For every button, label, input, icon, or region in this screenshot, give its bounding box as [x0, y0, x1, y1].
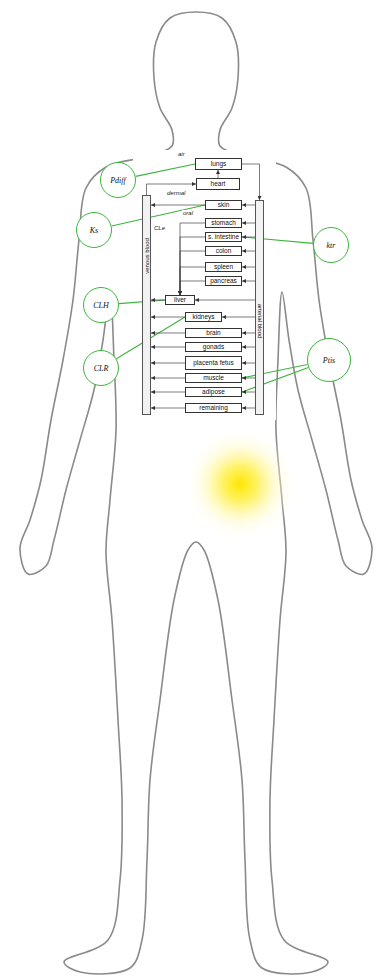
organ-box: brain: [185, 328, 242, 338]
organ-label: skin: [217, 202, 231, 209]
organ-label: lungs: [210, 161, 228, 168]
organ-label: stomach: [210, 220, 237, 227]
organ-label: spleen: [213, 264, 234, 271]
organ-box: stomach: [205, 218, 242, 228]
organ-label: heart: [210, 181, 227, 188]
flow-arrow: [242, 333, 255, 334]
parameter-label: ktr: [327, 241, 336, 250]
parameter-circle: Ptis: [307, 338, 351, 382]
parameter-circle: ktr: [313, 227, 349, 263]
parameter-circle: Pdiff: [100, 162, 136, 198]
flow-arrow: [147, 184, 197, 195]
parameter-label: Ptis: [323, 356, 335, 365]
flow-arrow: [242, 267, 255, 268]
flow-arrow: [242, 205, 255, 206]
flow-arrow: [218, 170, 219, 178]
pool-label: venous blood: [144, 238, 150, 274]
organ-label: muscle: [202, 375, 225, 382]
flow-arrow: [242, 378, 255, 379]
flow-label: dermal: [166, 190, 186, 196]
blood-pool-bar: arterial blood: [255, 200, 264, 415]
flow-arrow: [151, 408, 185, 409]
organ-label: liver: [173, 297, 187, 304]
parameter-label: Ks: [90, 226, 98, 235]
flow-arrow: [151, 205, 205, 206]
flow-arrow: [180, 267, 205, 295]
organ-label: placenta fetus: [192, 360, 234, 367]
parameter-label: CLH: [93, 301, 109, 310]
organ-box: gonads: [185, 342, 242, 352]
organ-box: adipose: [185, 387, 242, 397]
flow-arrow: [242, 251, 255, 252]
pool-label: arterial blood: [257, 304, 263, 339]
organ-label: gonads: [202, 344, 225, 351]
flow-arrow: [242, 363, 255, 364]
flow-arrow: [151, 333, 185, 334]
callout-line: [242, 237, 313, 243]
flow-arrow: [151, 317, 185, 318]
flow-arrow: [195, 300, 255, 301]
parameter-label: Pdiff: [110, 176, 126, 185]
organ-box: muscle: [185, 373, 242, 383]
organ-label: brain: [205, 330, 221, 337]
flow-arrow: [242, 347, 255, 348]
organ-box: skin: [205, 200, 242, 210]
organ-box: lungs: [195, 158, 242, 170]
highlight-glow: [182, 426, 298, 542]
flow-arrow: [242, 164, 260, 200]
blood-pool-bar: venous blood: [142, 195, 151, 415]
flow-arrow: [180, 223, 205, 295]
callout-line: [136, 164, 195, 176]
flow-arrow: [242, 392, 255, 393]
organ-label: s. intestine: [207, 234, 240, 241]
flow-arrow: [242, 281, 255, 282]
organ-box: kidneys: [185, 312, 222, 322]
flow-arrow: [180, 237, 205, 295]
organ-label: kidneys: [191, 314, 215, 321]
callout-line: [242, 368, 308, 392]
parameter-circle: Ks: [76, 212, 112, 248]
body-silhouette: [20, 12, 372, 974]
flow-arrow: [242, 408, 255, 409]
flow-arrow: [242, 223, 255, 224]
organ-box: heart: [196, 178, 240, 190]
organ-box: remaining: [185, 403, 242, 413]
organ-box: colon: [205, 246, 242, 256]
flow-arrow: [151, 392, 185, 393]
parameter-label: CLR: [94, 364, 109, 373]
flow-label: oral: [182, 210, 194, 216]
flow-arrow: [151, 347, 185, 348]
flow-label: air: [177, 151, 186, 157]
organ-box: spleen: [205, 262, 242, 272]
organ-label: remaining: [198, 405, 229, 412]
flow-label: CLe: [153, 225, 166, 231]
organ-box: liver: [165, 295, 195, 305]
flow-arrow: [222, 317, 255, 318]
flow-arrow: [151, 363, 185, 364]
organ-label: pancreas: [209, 278, 238, 285]
organ-box: placenta fetus: [185, 356, 242, 370]
parameter-circle: CLR: [83, 350, 119, 386]
organ-box: pancreas: [205, 276, 242, 286]
body-outline: [20, 12, 372, 974]
organ-label: colon: [215, 248, 233, 255]
organ-box: s. intestine: [205, 232, 242, 242]
flow-arrow: [242, 237, 255, 238]
flow-arrow: [180, 251, 205, 295]
organ-label: adipose: [201, 389, 226, 396]
parameter-circle: CLH: [83, 287, 119, 323]
flow-arrow: [151, 378, 185, 379]
flow-arrow: [180, 281, 205, 295]
flow-arrow: [151, 300, 165, 301]
model-panel: [133, 150, 276, 420]
